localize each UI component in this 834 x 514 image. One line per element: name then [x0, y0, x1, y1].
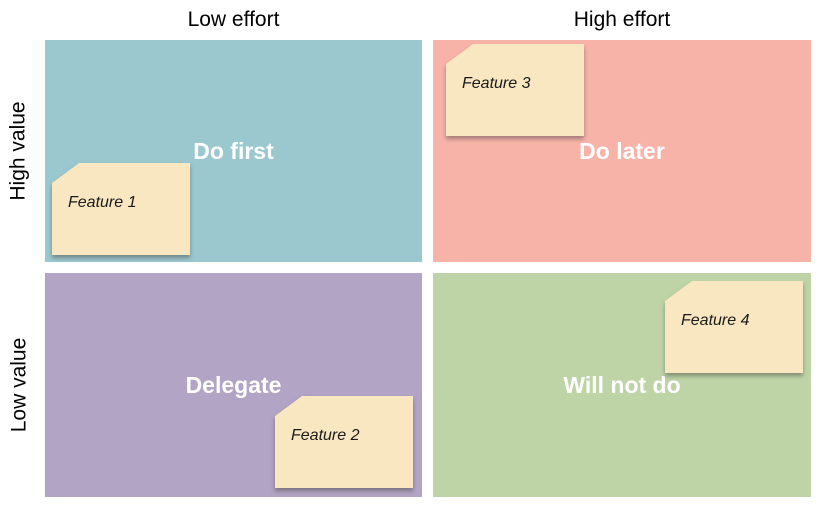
sticky-note-feature-4[interactable]: Feature 4: [665, 281, 803, 373]
sticky-note-feature-2-label: Feature 2: [275, 396, 413, 488]
row-header-high-value-label: High value: [7, 101, 31, 201]
quadrant-will-not-do-label: Will not do: [563, 371, 681, 398]
sticky-note-feature-3[interactable]: Feature 3: [446, 44, 584, 136]
sticky-note-feature-3-label: Feature 3: [446, 44, 584, 136]
row-header-high-value: High value: [0, 40, 38, 262]
column-header-high-effort: High effort: [573, 8, 671, 31]
sticky-note-feature-1[interactable]: Feature 1: [52, 163, 190, 255]
sticky-note-feature-2[interactable]: Feature 2: [275, 396, 413, 488]
row-header-low-value-label: Low value: [7, 337, 30, 433]
quadrant-do-first-label: Do first: [193, 137, 274, 164]
quadrant-delegate-label: Delegate: [185, 371, 282, 398]
row-header-low-value: Low value: [0, 273, 38, 497]
column-header-low-effort: Low effort: [187, 8, 280, 31]
sticky-note-feature-4-label: Feature 4: [665, 281, 803, 373]
quadrant-do-later-label: Do later: [579, 137, 665, 164]
sticky-note-feature-1-label: Feature 1: [52, 163, 190, 255]
